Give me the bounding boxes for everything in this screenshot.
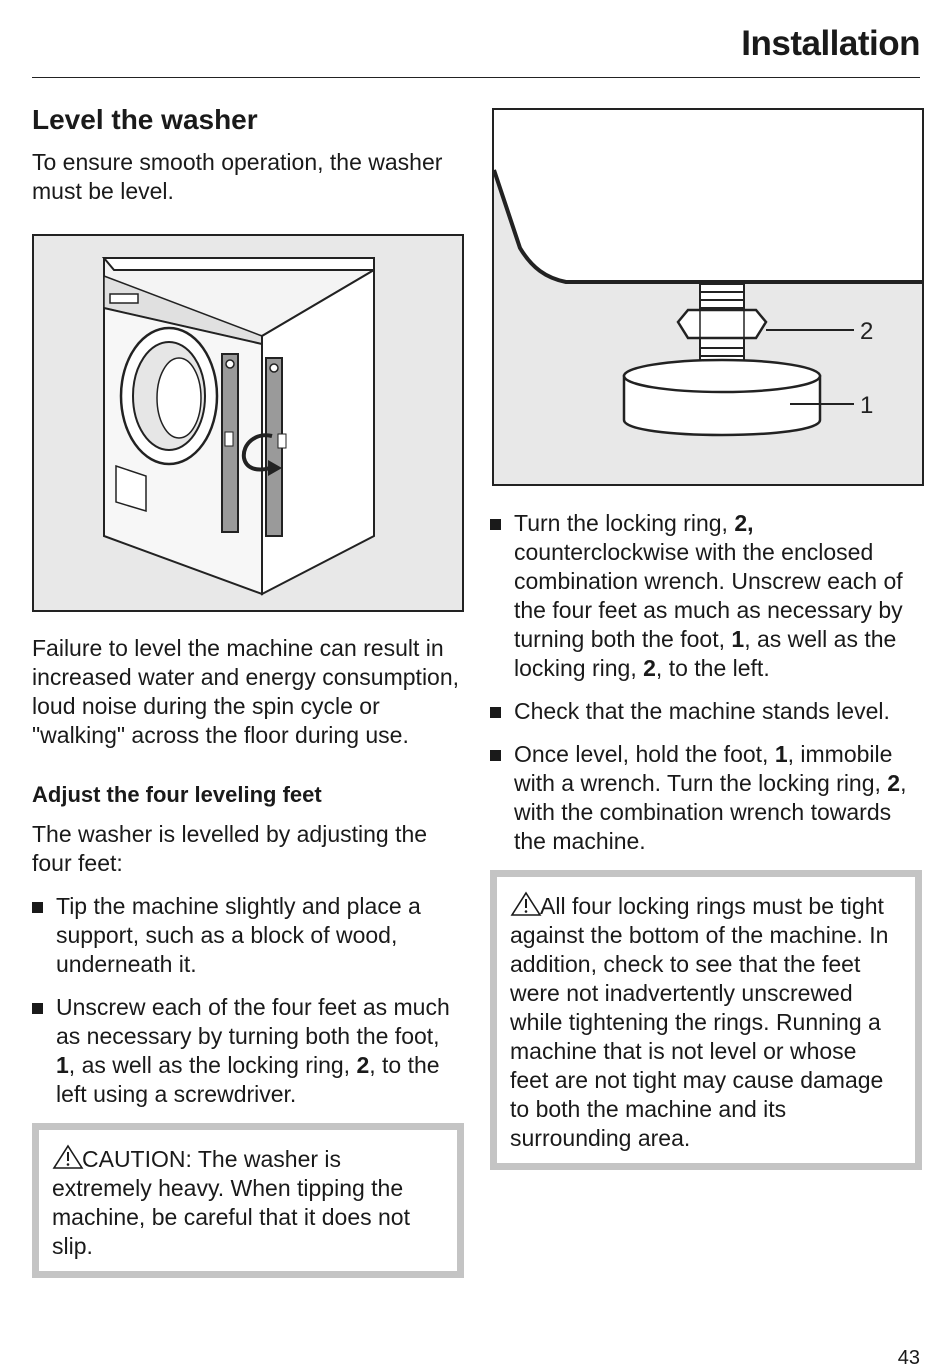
warning-triangle-icon	[510, 891, 542, 916]
foot-detail-illustration: 2 1	[492, 108, 924, 486]
intro-paragraph: To ensure smooth operation, the washer m…	[32, 149, 443, 204]
warning-triangle-icon	[52, 1144, 84, 1169]
left-steps-list: Tip the machine slightly and place a sup…	[32, 892, 464, 1109]
section-title: Installation	[741, 24, 920, 63]
washer-illustration	[32, 234, 464, 612]
bullet-square	[32, 1003, 43, 1014]
warning-text: All four locking rings must be tight aga…	[510, 893, 889, 1151]
left-column: Level the washer To ensure smooth operat…	[32, 102, 464, 1278]
subheading-adjust-feet: Adjust the four leveling feet	[32, 782, 322, 807]
list-item: Unscrew each of the four feet as much as…	[32, 993, 464, 1109]
list-item: Once level, hold the foot, 1, immobile w…	[490, 740, 922, 856]
caution-box: CAUTION: The washer is extremely heavy. …	[32, 1123, 464, 1278]
caution-text: CAUTION: The washer is extremely heavy. …	[52, 1146, 410, 1259]
foot-drawing: 2 1	[494, 110, 922, 437]
label-locking-ring: 2	[860, 318, 873, 345]
list-item: Tip the machine slightly and place a sup…	[32, 892, 464, 979]
failure-paragraph: Failure to level the machine can result …	[32, 635, 460, 748]
washer-drawing	[101, 257, 375, 596]
header-divider	[32, 77, 920, 78]
bullet-square	[490, 750, 501, 761]
bullet-square	[490, 707, 501, 718]
right-steps-list: Turn the locking ring, 2, counterclockwi…	[490, 509, 922, 856]
warning-box: All four locking rings must be tight aga…	[490, 870, 922, 1170]
bullet-square	[32, 902, 43, 913]
page-heading: Level the washer	[32, 104, 258, 135]
page-number: 43	[897, 1347, 920, 1369]
list-item: Turn the locking ring, 2, counterclockwi…	[490, 509, 922, 683]
label-foot: 1	[860, 392, 873, 419]
list-item: Check that the machine stands level.	[490, 697, 922, 726]
right-column: 2 1 Turn the locking ring, 2, counterclo…	[490, 108, 924, 1170]
bullet-square	[490, 519, 501, 530]
feet-intro-paragraph: The washer is levelled by adjusting the …	[32, 821, 428, 876]
